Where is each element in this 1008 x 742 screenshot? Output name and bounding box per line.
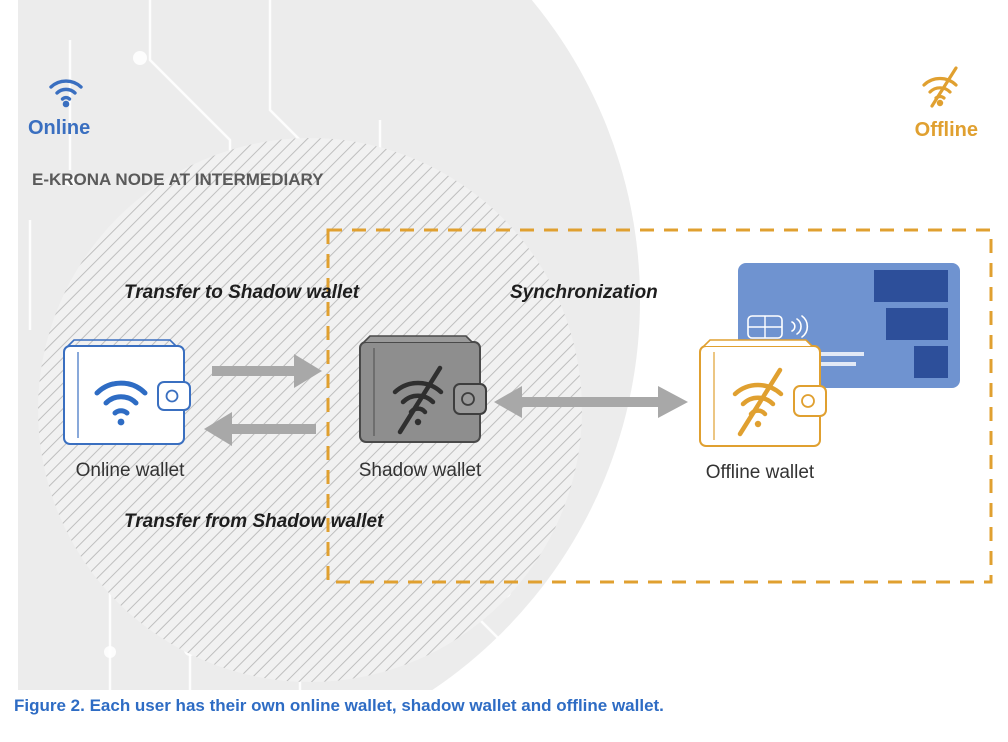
online-wallet-label: Online wallet: [76, 460, 185, 481]
transfer-from-arrow: [204, 412, 316, 446]
offline-wallet-label: Offline wallet: [706, 462, 815, 483]
figure-caption: Figure 2. Each user has their own online…: [14, 696, 664, 715]
offline-wallet-icon: [699, 339, 827, 447]
shadow-wallet-label: Shadow wallet: [359, 460, 482, 481]
online-wifi-icon: [49, 79, 83, 108]
node-hatched-area: [38, 138, 582, 682]
online-zone-background: [18, 0, 640, 690]
transfer-to-arrow: [212, 354, 322, 388]
offline-label: Offline: [915, 119, 978, 141]
online-label: Online: [28, 117, 90, 139]
shadow-wallet-icon: [359, 335, 487, 443]
offline-wifi-off-icon: [922, 66, 958, 108]
synchronization-label: Synchronization: [510, 282, 658, 303]
offline-zone-box: [326, 228, 993, 584]
transfer-to-label: Transfer to Shadow wallet: [124, 282, 360, 303]
online-wallet-icon: [63, 339, 191, 445]
synchronization-arrow: [494, 386, 688, 418]
node-label: E-KRONA NODE AT INTERMEDIARY: [32, 170, 324, 189]
transfer-from-label: Transfer from Shadow wallet: [124, 511, 384, 532]
